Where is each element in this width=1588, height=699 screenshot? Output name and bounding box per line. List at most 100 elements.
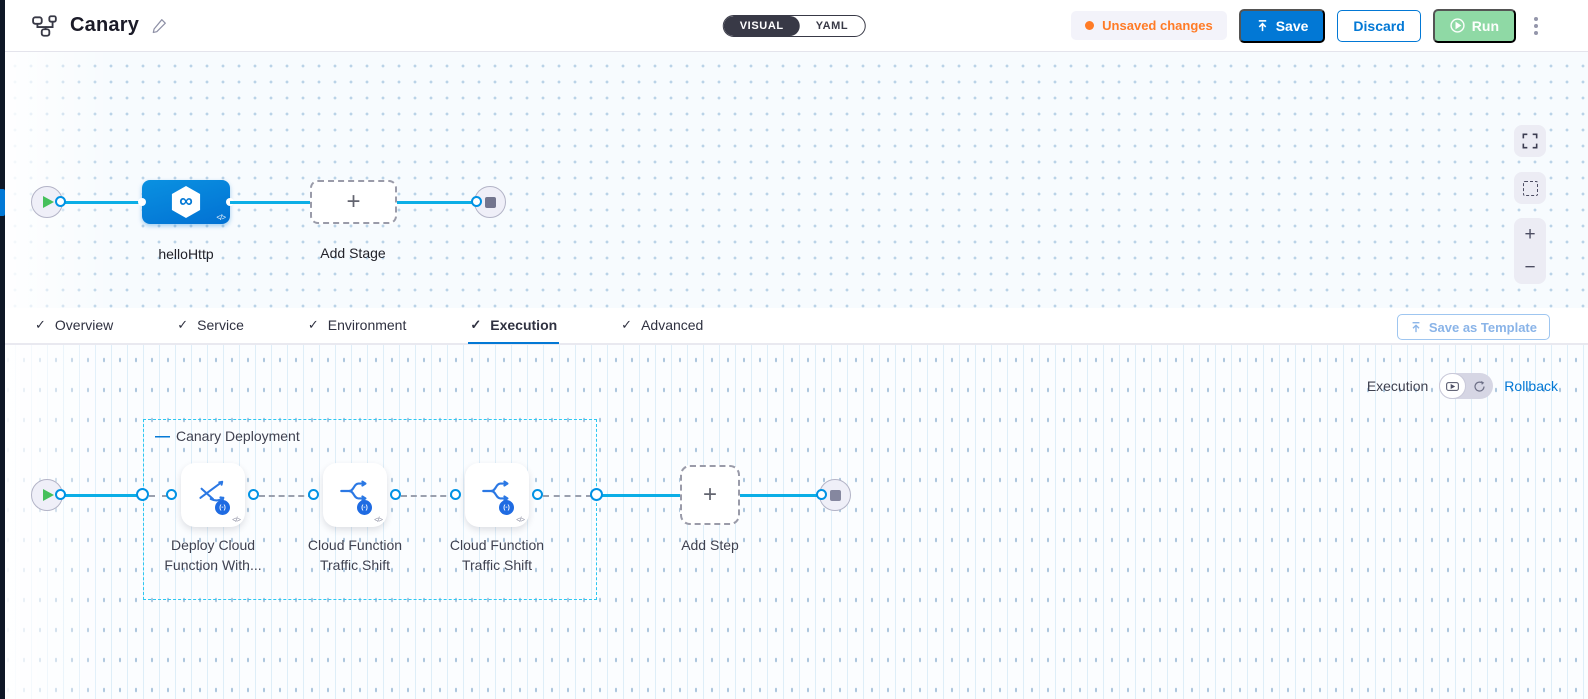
group-in-port[interactable]	[136, 488, 149, 501]
canvas-edge-fade	[0, 52, 110, 308]
step2-out-port[interactable]	[390, 489, 401, 500]
step-code-icon: </>	[232, 515, 241, 524]
start-out-port[interactable]	[55, 489, 66, 500]
rollback-link[interactable]: Rollback	[1504, 378, 1558, 394]
step1-out-port[interactable]	[248, 489, 259, 500]
step-node-traffic-shift-1[interactable]: (-) </>	[323, 463, 387, 527]
upload-icon	[1258, 20, 1267, 32]
stage-tabbar: ✓ Overview ✓ Service ✓ Environment ✓ Exe…	[0, 308, 1588, 345]
tab-advanced-label: Advanced	[641, 317, 704, 333]
start-play-icon	[43, 196, 54, 208]
traffic-shift-icon	[339, 476, 371, 511]
stop-square-icon	[484, 196, 496, 208]
tab-overview-label: Overview	[54, 317, 114, 333]
more-options-kebab-icon[interactable]	[1528, 13, 1544, 39]
marquee-select-icon	[1522, 180, 1538, 196]
start-out-port[interactable]	[55, 196, 66, 207]
toggle-yaml[interactable]: YAML	[815, 19, 849, 32]
add-step-label: Add Step	[681, 537, 739, 553]
tab-advanced[interactable]: ✓ Advanced	[619, 308, 705, 344]
step1-in-port[interactable]	[166, 489, 177, 500]
collapse-group-icon[interactable]: —	[155, 427, 170, 445]
add-stage-button[interactable]: +	[310, 180, 397, 224]
zoom-out-button[interactable]: −	[1524, 257, 1536, 278]
step-node-deploy-cloud-function[interactable]: (-) </>	[181, 463, 245, 527]
stage-canvas[interactable]: ∞ </> helloHttp + Add Stage + −	[0, 52, 1588, 308]
tab-overview[interactable]: ✓ Overview	[33, 308, 115, 344]
discard-button[interactable]: Discard	[1337, 9, 1421, 42]
check-icon: ✓	[470, 317, 482, 332]
group-out-port[interactable]	[590, 488, 603, 501]
stage-in-port[interactable]	[138, 198, 146, 206]
infinity-glyph: ∞	[179, 191, 193, 212]
step-label: Cloud Function Traffic Shift	[307, 537, 403, 573]
fullscreen-icon	[1522, 133, 1538, 149]
tab-service-label: Service	[197, 317, 244, 333]
canvas-edge-fade	[0, 345, 110, 699]
end-in-port[interactable]	[471, 196, 482, 207]
cloud-functions-badge-icon: (-)	[499, 500, 514, 515]
page-title: Canary	[70, 14, 140, 36]
execution-canvas[interactable]: Execution Rollback — Canary Deployment	[0, 345, 1588, 699]
dashed-connector	[259, 494, 314, 497]
rollback-mode-button[interactable]	[1466, 373, 1493, 399]
rollback-icon	[1474, 380, 1485, 392]
execution-steps-icon	[1446, 381, 1460, 391]
connector-addstage-end	[397, 201, 476, 204]
check-icon: ✓	[35, 317, 46, 332]
run-button-label: Run	[1471, 17, 1499, 34]
connector-addstep-end	[740, 494, 822, 497]
start-play-icon	[43, 489, 54, 501]
cloud-function-stage-icon: ∞	[171, 186, 201, 218]
zoom-in-button[interactable]: +	[1524, 224, 1536, 245]
save-button-label: Save	[1275, 17, 1309, 34]
selected-stage-indicator	[0, 189, 5, 216]
edit-pencil-icon[interactable]	[151, 17, 168, 34]
tab-environment[interactable]: ✓ Environment	[306, 308, 409, 344]
stage-name-label: helloHttp	[158, 246, 214, 262]
collapsed-side-nav[interactable]	[0, 0, 5, 699]
group-name-label: Canary Deployment	[176, 428, 300, 444]
stop-square-icon	[829, 489, 841, 501]
step3-out-port[interactable]	[532, 489, 543, 500]
unsaved-changes-badge: Unsaved changes	[1071, 11, 1227, 40]
step-group-canary-deployment[interactable]: — Canary Deployment	[143, 419, 597, 600]
run-play-icon	[1450, 18, 1465, 33]
step2-in-port[interactable]	[308, 489, 319, 500]
save-button[interactable]: Save	[1238, 8, 1326, 43]
marquee-select-button[interactable]	[1514, 172, 1546, 204]
end-in-port[interactable]	[816, 489, 827, 500]
dashed-connector	[543, 494, 592, 497]
tab-execution-label: Execution	[490, 317, 558, 333]
upload-icon	[1412, 322, 1420, 333]
tab-execution[interactable]: ✓ Execution	[468, 308, 560, 344]
connector-group-addstep	[601, 494, 680, 497]
connector-start-stage	[64, 201, 142, 204]
zoom-controls: + −	[1514, 218, 1546, 284]
fullscreen-button[interactable]	[1514, 125, 1546, 157]
toggle-visual[interactable]: VISUAL	[723, 15, 800, 36]
pipeline-icon	[32, 14, 58, 37]
step3-in-port[interactable]	[450, 489, 461, 500]
step-label: Cloud Function Traffic Shift	[449, 537, 545, 573]
tab-service[interactable]: ✓ Service	[175, 308, 246, 344]
execution-mode-button[interactable]	[1439, 373, 1467, 399]
connector-stage-addstage	[230, 201, 310, 204]
step-node-traffic-shift-2[interactable]: (-) </>	[465, 463, 529, 527]
traffic-shift-icon	[481, 476, 513, 511]
unsaved-dot-icon	[1085, 21, 1095, 30]
save-as-template-button[interactable]: Save as Template	[1396, 314, 1550, 340]
cloud-functions-badge-icon: (-)	[357, 500, 372, 515]
tab-environment-label: Environment	[327, 317, 407, 333]
run-button[interactable]: Run	[1432, 8, 1516, 43]
visual-yaml-toggle: VISUAL YAML	[722, 14, 866, 37]
stage-node-hellohttp[interactable]: ∞ </>	[138, 180, 234, 224]
add-step-button[interactable]: +	[680, 465, 740, 525]
add-stage-label: Add Stage	[320, 245, 386, 261]
check-icon: ✓	[307, 317, 319, 332]
plus-icon: +	[346, 188, 361, 215]
stage-code-icon: </>	[216, 213, 226, 222]
execution-mode-bar: Execution Rollback	[1367, 373, 1558, 399]
connector-start-group	[64, 494, 144, 497]
unsaved-changes-label: Unsaved changes	[1102, 18, 1213, 33]
